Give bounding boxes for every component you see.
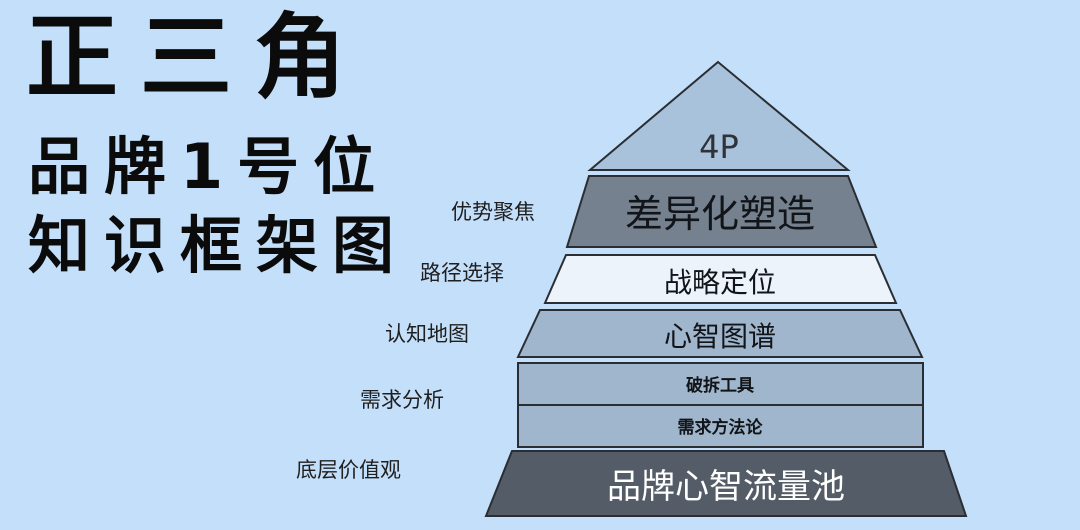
tier-strategic-positioning-label: 战略定位	[664, 266, 776, 299]
tier-breakdown-tools-shape	[517, 362, 924, 406]
tier-brand-traffic-pool-label: 品牌心智流量池	[607, 467, 845, 507]
tier-brand-traffic-pool: 品牌心智流量池	[484, 450, 968, 517]
side-label-cognitive-map: 认知地图	[385, 322, 469, 346]
apex-tier: 4P	[587, 60, 851, 171]
tier-mind-map: 心智图谱	[516, 309, 924, 358]
tier-demand-methodology-label: 需求方法论	[678, 417, 764, 438]
tier-strategic-positioning: 战略定位	[543, 254, 898, 304]
tier-mind-map-shape	[516, 309, 924, 358]
tier-differentiation-label: 差异化塑造	[625, 192, 815, 236]
side-label-advantage-focus: 优势聚焦	[451, 200, 535, 224]
subtitle-line-2: 知识框架图	[28, 209, 409, 282]
tier-brand-traffic-pool-shape	[484, 450, 968, 517]
tier-breakdown-tools-label: 破拆工具	[686, 375, 754, 396]
tier-mind-map-label: 心智图谱	[664, 320, 776, 353]
tier-breakdown-tools: 破拆工具	[517, 362, 924, 406]
title-block: 正三角 品牌1号位 知识框架图	[26, 0, 406, 300]
tier-differentiation: 差异化塑造	[565, 175, 878, 248]
subtitle-line-1: 品牌1号位	[28, 130, 390, 203]
tier-strategic-positioning-shape	[543, 254, 898, 304]
side-label-demand-analysis: 需求分析	[360, 388, 444, 412]
tier-demand-methodology: 需求方法论	[517, 404, 924, 448]
side-label-path-selection: 路径选择	[420, 261, 504, 285]
side-label-core-values: 底层价值观	[296, 458, 401, 482]
main-title: 正三角	[26, 4, 369, 111]
apex-triangle	[587, 60, 851, 171]
apex-label: 4P	[699, 128, 739, 166]
tier-differentiation-shape	[565, 175, 878, 248]
tier-demand-methodology-shape	[517, 404, 924, 448]
